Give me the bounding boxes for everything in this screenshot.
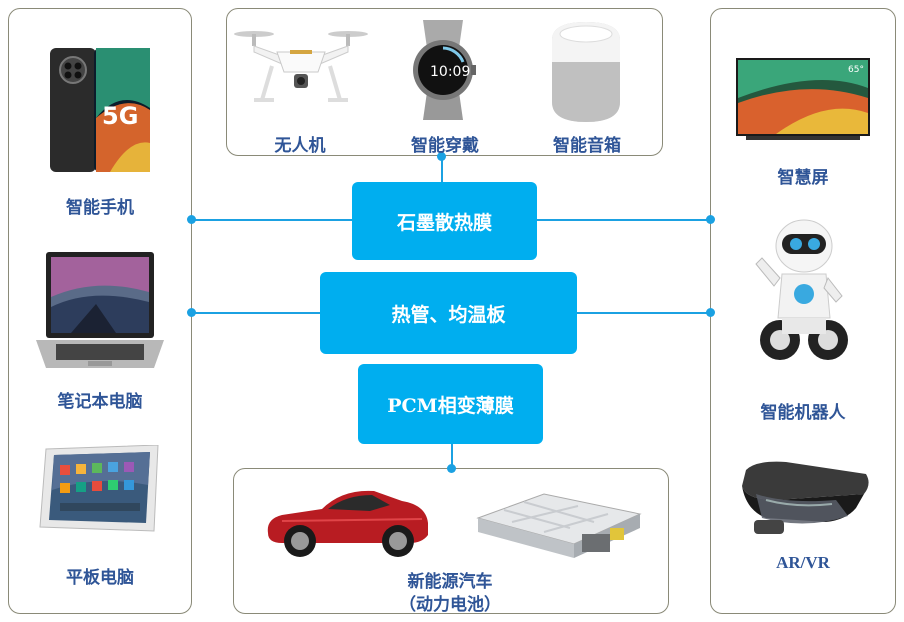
label-ev-line1: 新能源汽车 bbox=[407, 572, 493, 592]
smartphone-icon: 5G bbox=[50, 48, 152, 172]
vr-headset-icon bbox=[736, 460, 872, 536]
connector-dot bbox=[437, 152, 446, 161]
connector-dot bbox=[187, 215, 196, 224]
svg-text:10:09: 10:09 bbox=[430, 64, 470, 80]
connector-bottom bbox=[451, 444, 453, 468]
electric-car-icon bbox=[262, 483, 432, 559]
tech-graphite-film: 石墨散热膜 bbox=[352, 182, 537, 260]
label-drone: 无人机 bbox=[274, 136, 326, 156]
connector-left-2 bbox=[191, 312, 321, 314]
label-robot: 智能机器人 bbox=[760, 403, 846, 423]
label-laptop: 笔记本电脑 bbox=[57, 392, 143, 412]
label-tablet: 平板电脑 bbox=[66, 568, 134, 588]
svg-text:5G: 5G bbox=[102, 102, 138, 130]
robot-icon bbox=[752, 218, 848, 368]
smart-speaker-icon bbox=[548, 22, 624, 122]
tablet-icon bbox=[38, 445, 162, 535]
svg-text:65°: 65° bbox=[848, 65, 864, 75]
label-ar-vr: AR/VR bbox=[776, 553, 830, 572]
connector-dot bbox=[187, 308, 196, 317]
label-smart-speaker: 智能音箱 bbox=[553, 136, 621, 156]
smart-screen-icon: 65° bbox=[736, 58, 870, 142]
connector-right-1 bbox=[537, 219, 711, 221]
label-smartwatch: 智能穿戴 bbox=[411, 136, 479, 156]
label-smart-screen: 智慧屏 bbox=[777, 168, 829, 188]
connector-right-2 bbox=[576, 312, 711, 314]
smartwatch-icon: 10:09 bbox=[405, 20, 483, 120]
connector-left-1 bbox=[191, 219, 353, 221]
connector-dot bbox=[447, 464, 456, 473]
connector-top bbox=[441, 156, 443, 182]
label-ev-line2: （动力电池） bbox=[399, 595, 501, 615]
tech-heat-pipe-vapor-chamber: 热管、均温板 bbox=[320, 272, 577, 354]
connector-dot bbox=[706, 215, 715, 224]
laptop-icon bbox=[36, 252, 164, 370]
connector-dot bbox=[706, 308, 715, 317]
label-smartphone: 智能手机 bbox=[66, 198, 134, 218]
drone-icon bbox=[232, 22, 370, 106]
tech-pcm-film: PCM相变薄膜 bbox=[358, 364, 543, 444]
battery-pack-icon bbox=[474, 488, 644, 564]
